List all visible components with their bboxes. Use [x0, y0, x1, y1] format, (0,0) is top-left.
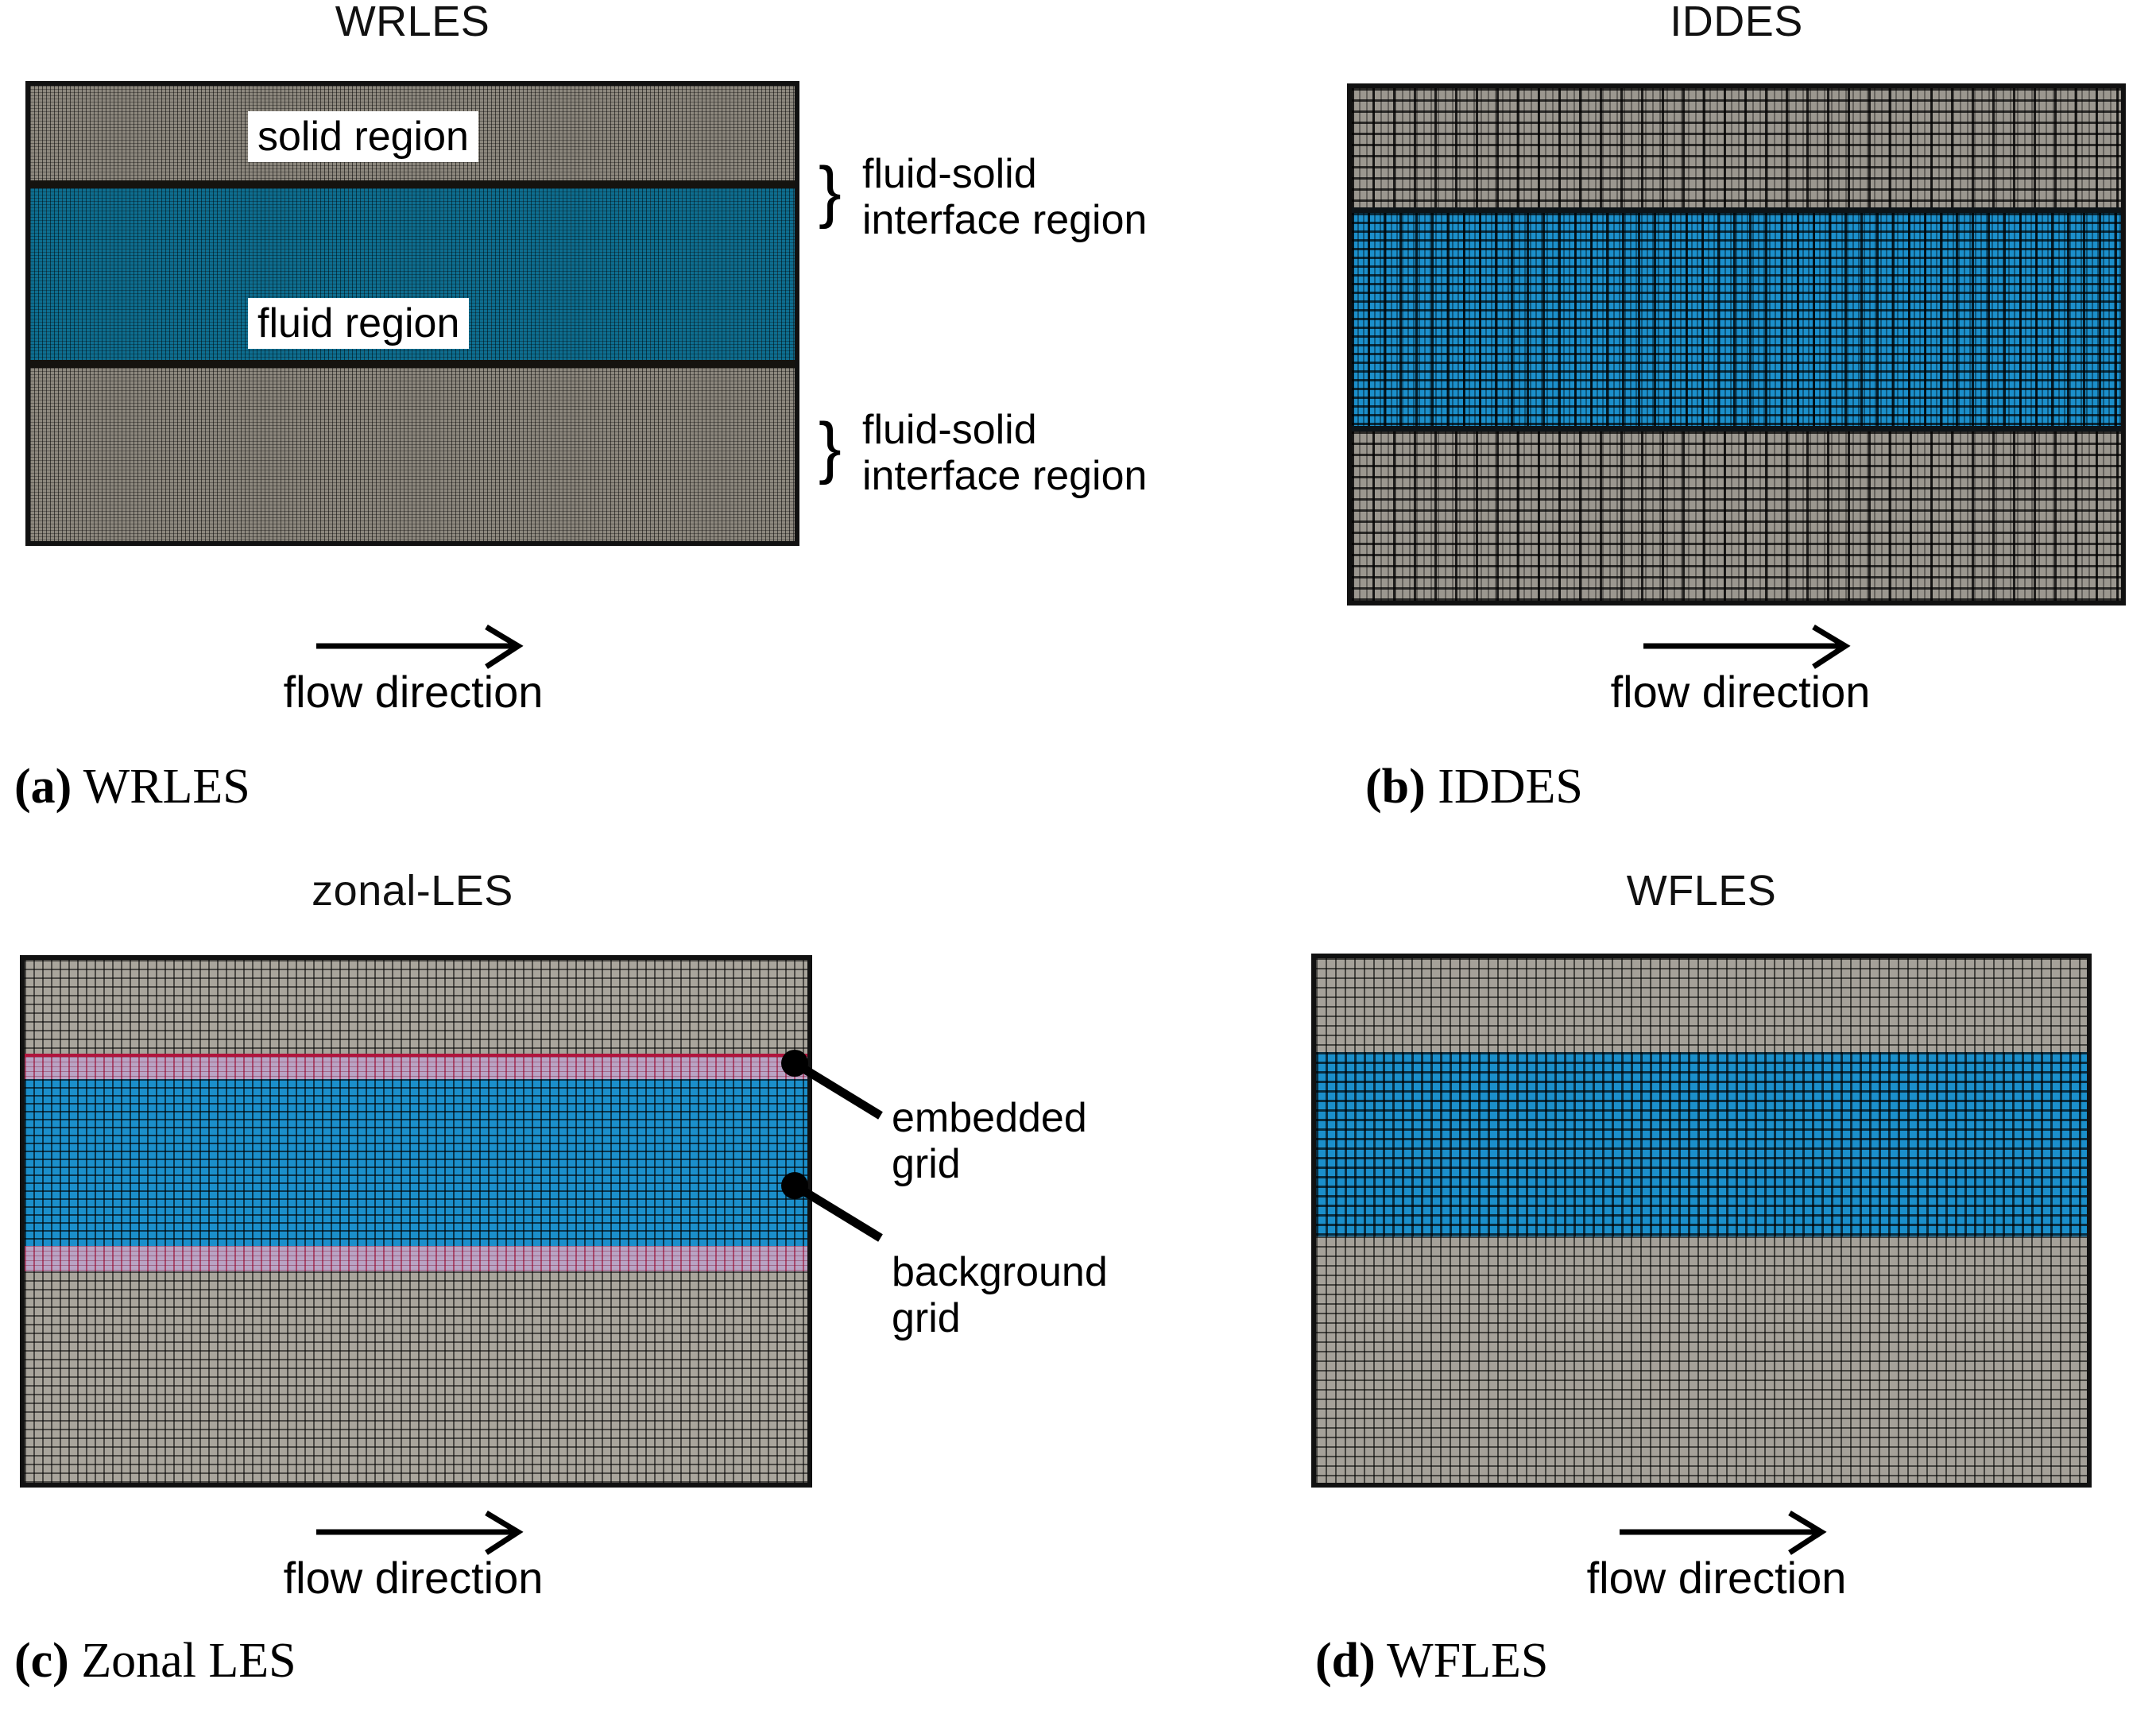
caption-tag-a: (a): [14, 760, 72, 814]
mesh-texture: [25, 1246, 807, 1271]
fluid-region-zonal: [25, 1079, 807, 1246]
mesh-box-wfles: [1311, 954, 2092, 1488]
caption-text-c: Zonal LES: [81, 1634, 296, 1688]
panel-title-wfles: WFLES: [1626, 867, 1777, 915]
panel-title-zonal-les: zonal-LES: [312, 867, 513, 915]
fluid-region-label: fluid region: [248, 298, 470, 350]
brace-top-icon: }: [819, 153, 842, 230]
caption-text-b: IDDES: [1438, 760, 1583, 814]
flow-direction-wfles: flow direction: [1478, 1510, 1955, 1600]
caption-tag-d: (d): [1315, 1634, 1376, 1688]
mesh-texture: [1352, 431, 2121, 601]
panel-title-wrles: WRLES: [335, 0, 490, 45]
background-grid-bottom-zonal: [25, 1271, 807, 1483]
figure-caption-d: (d) WFLES: [1315, 1633, 1548, 1689]
mesh-texture: [25, 1271, 807, 1483]
figure-caption-a: (a) WRLES: [14, 759, 250, 815]
solid-region-bottom-iddes: [1352, 431, 2121, 601]
mesh-texture: [30, 368, 795, 541]
embedded-grid-top-zonal: [25, 1054, 807, 1082]
flow-direction-wrles: flow direction: [175, 624, 652, 714]
flow-direction-zonal-les: flow direction: [175, 1510, 652, 1600]
interface-line-top-iddes: [1352, 207, 2121, 213]
mesh-box-iddes: [1347, 83, 2126, 606]
flow-direction-label: flow direction: [1586, 1553, 1847, 1603]
flow-direction-label: flow direction: [1610, 667, 1871, 717]
flow-direction-label: flow direction: [283, 667, 544, 717]
caption-text-a: WRLES: [83, 760, 250, 814]
solid-region-bottom-wfles: [1316, 1236, 2087, 1483]
caption-tag-b: (b): [1365, 760, 1426, 814]
interface-line-top-wrles: [30, 180, 795, 188]
interface-annotation-bottom: fluid-solid interface region: [862, 407, 1148, 500]
background-grid-annotation: background grid: [892, 1249, 1108, 1342]
caption-text-d: WFLES: [1387, 1634, 1549, 1688]
flow-arrow-icon: [316, 1510, 524, 1555]
leader-lines-zonal: [781, 1050, 883, 1242]
mesh-texture: [25, 1079, 807, 1246]
embedded-grid-bottom-zonal: [25, 1246, 807, 1275]
mesh-texture: [1316, 1236, 2087, 1483]
embedded-grid-annotation: embedded grid: [892, 1095, 1087, 1188]
solid-region-label: solid region: [248, 111, 478, 163]
background-grid-top-zonal: [25, 960, 807, 1054]
solid-region-top-wfles: [1316, 958, 2087, 1052]
mesh-texture: [1352, 88, 2121, 207]
solid-region-top-iddes: [1352, 88, 2121, 207]
solid-region-bottom-wrles: [30, 368, 795, 541]
interface-line-bottom-wrles: [30, 360, 795, 368]
flow-direction-label: flow direction: [283, 1553, 544, 1603]
interface-line-bottom-iddes: [1352, 426, 2121, 431]
fluid-region-iddes: [1352, 213, 2121, 426]
caption-tag-c: (c): [14, 1634, 69, 1688]
mesh-texture: [25, 960, 807, 1054]
interface-annotation-top: fluid-solid interface region: [862, 151, 1148, 244]
flow-direction-iddes: flow direction: [1502, 624, 1979, 714]
figure-caption-b: (b) IDDES: [1365, 759, 1583, 815]
brace-bottom-icon: }: [819, 409, 842, 486]
figure-caption-c: (c) Zonal LES: [14, 1633, 296, 1689]
flow-arrow-icon: [316, 624, 524, 669]
flow-arrow-icon: [1643, 624, 1851, 669]
mesh-texture: [1352, 213, 2121, 426]
flow-arrow-icon: [1620, 1510, 1827, 1555]
mesh-box-zonal-les: [20, 955, 812, 1488]
fluid-region-wfles: [1316, 1052, 2087, 1236]
mesh-texture: [1316, 958, 2087, 1052]
mesh-texture: [1316, 1052, 2087, 1236]
panel-title-iddes: IDDES: [1670, 0, 1803, 45]
